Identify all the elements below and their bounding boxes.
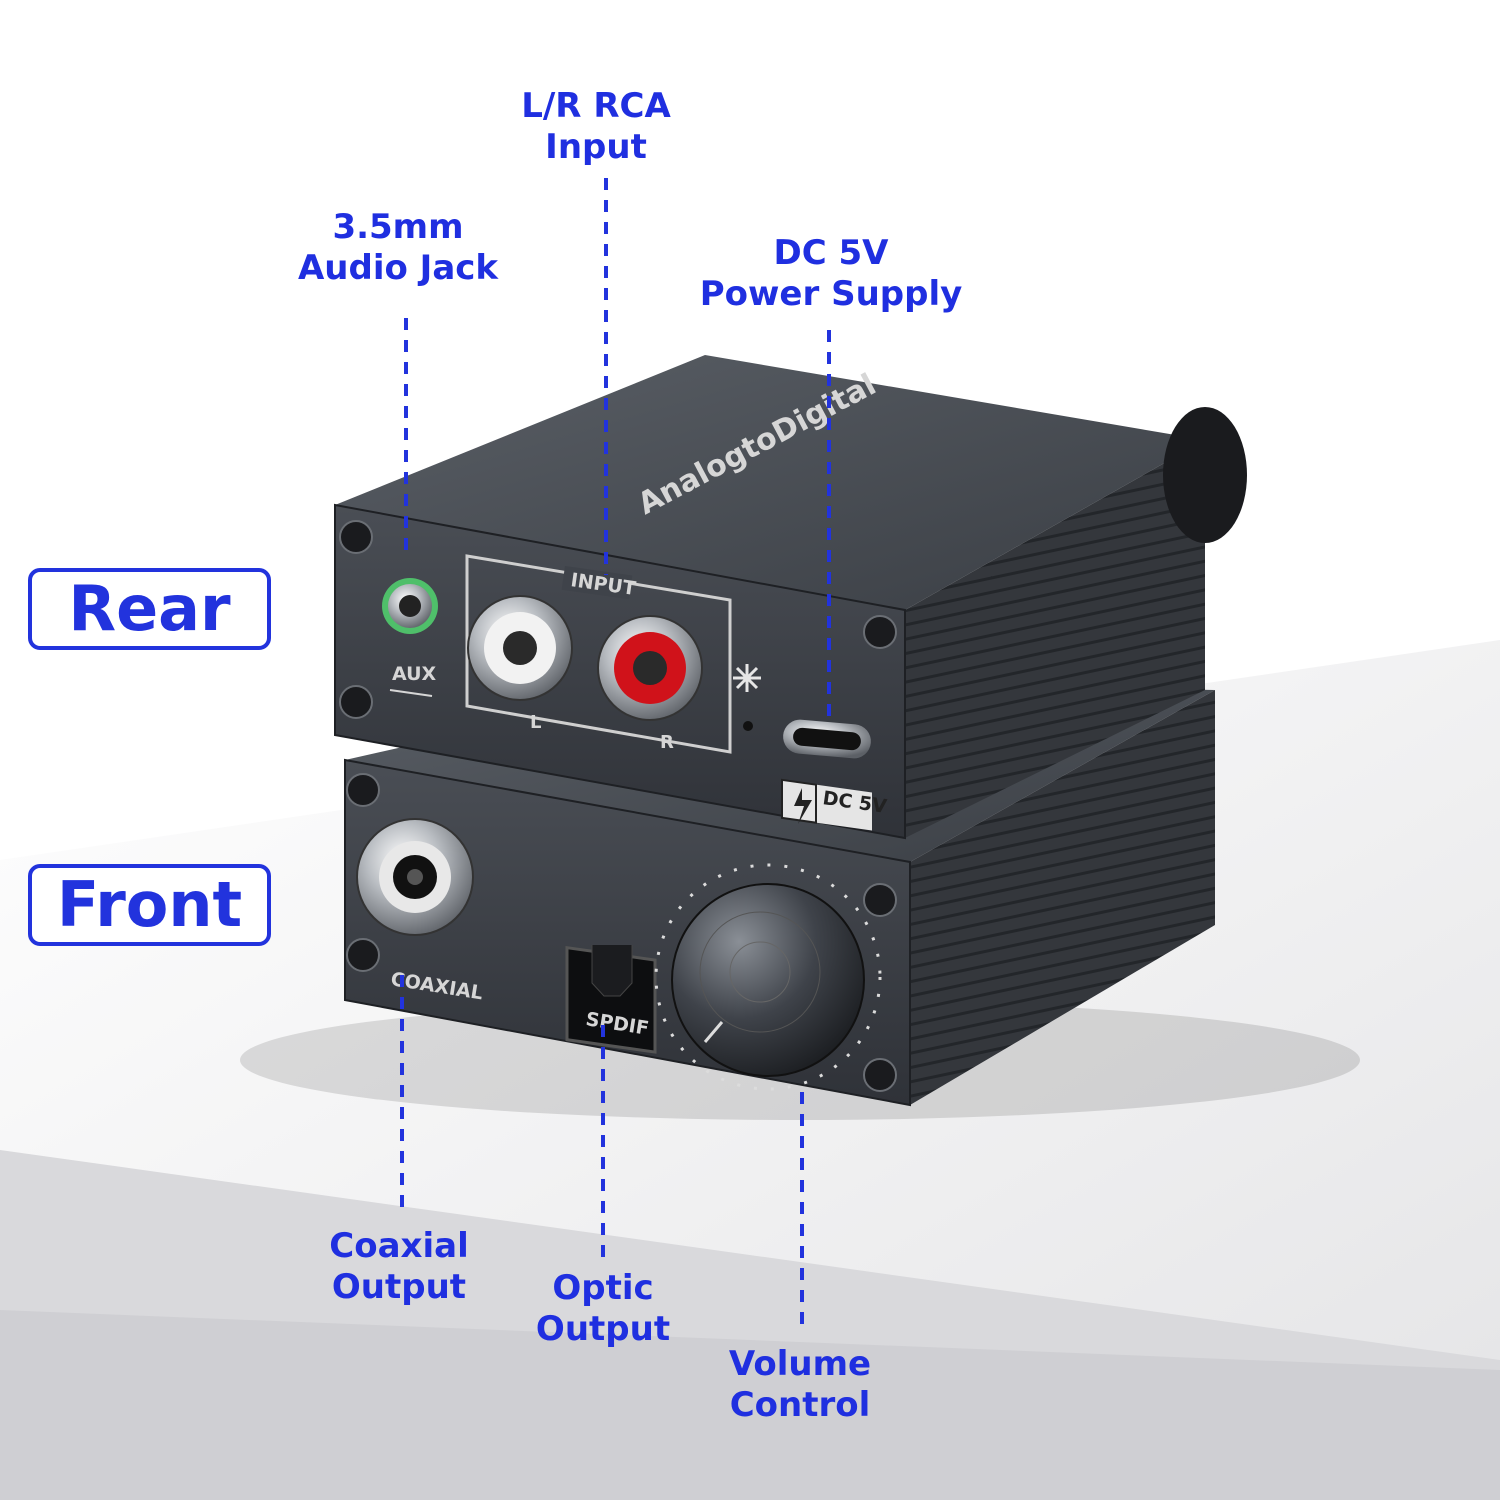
- optical-port[interactable]: [565, 945, 657, 1054]
- optic-callout-line2: Output: [535, 1309, 671, 1349]
- aux-underline: [389, 689, 433, 697]
- table-front: [0, 1310, 1500, 1500]
- led-indicator: [743, 721, 753, 731]
- sun-led-icon: [733, 664, 761, 692]
- front-side-text: Front: [56, 868, 243, 941]
- coaxial-callout-line2: Output: [331, 1267, 467, 1307]
- front-side-label: Front: [28, 864, 271, 946]
- leader-lines: [400, 178, 831, 1330]
- usb-c-port-icon[interactable]: [782, 718, 873, 760]
- rear-unit-top: [335, 355, 1205, 610]
- dc-label-badge: DC 5V: [781, 778, 888, 831]
- rca-callout-line2: Input: [545, 127, 647, 167]
- optic-callout: Optic Output: [536, 1268, 670, 1350]
- rca-left-jack[interactable]: [467, 595, 573, 701]
- aux-callout: 3.5mm Audio Jack: [298, 207, 498, 289]
- aux-jack[interactable]: [382, 578, 438, 634]
- volume-knob[interactable]: [654, 863, 882, 1091]
- rear-unit: AnalogtoDigital AUX INPUT L: [334, 355, 1247, 840]
- rca-input-callout: L/R RCA Input: [521, 86, 671, 168]
- coaxial-jack[interactable]: [356, 818, 474, 936]
- power-callout-line2: Power Supply: [699, 274, 963, 314]
- screw-icon: [339, 520, 897, 719]
- rear-unit-side: [905, 407, 1247, 838]
- aux-callout-line1: 3.5mm: [332, 207, 464, 247]
- aux-callout-line2: Audio Jack: [297, 248, 499, 288]
- lightning-icon: [794, 788, 812, 824]
- volume-callout: Volume Control: [729, 1344, 871, 1426]
- volume-callout-line2: Control: [729, 1385, 871, 1425]
- rca-callout-line1: L/R RCA: [521, 86, 671, 126]
- volume-knob-back: [1163, 407, 1247, 543]
- power-callout: DC 5V Power Supply: [700, 233, 963, 315]
- coaxial-callout: Coaxial Output: [329, 1226, 468, 1308]
- rca-left-label: L: [530, 712, 541, 733]
- aux-label: AUX: [392, 663, 437, 685]
- rca-right-jack[interactable]: [597, 615, 703, 721]
- volume-callout-line1: Volume: [728, 1344, 872, 1384]
- rca-right-label: R: [660, 732, 674, 753]
- rear-side-text: Rear: [68, 572, 231, 645]
- coaxial-callout-line1: Coaxial: [329, 1226, 469, 1266]
- rear-side-label: Rear: [28, 568, 271, 650]
- power-callout-line1: DC 5V: [773, 233, 889, 273]
- front-unit-side: [910, 690, 1215, 1105]
- optic-callout-line1: Optic: [552, 1268, 654, 1308]
